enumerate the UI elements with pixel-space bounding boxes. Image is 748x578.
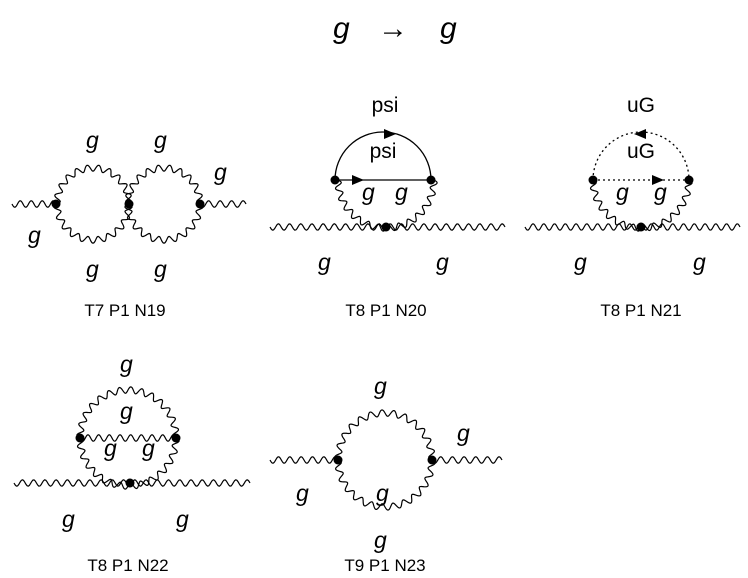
particle-label: g [120,398,133,424]
vertex [636,222,646,232]
particle-label: g [693,249,706,275]
diagram-t7-p1-n19: g g g g g g T7 P1 N19 [11,127,247,320]
wave-loop-upper [334,409,435,461]
title-in-particle: g [333,12,350,45]
diagram-caption: T8 P1 N21 [600,301,681,320]
arrow-icon [652,175,664,185]
diagram-caption: T9 P1 N23 [344,556,425,575]
diagram-t8-p1-n20: psi psi g g g g T8 P1 N20 [269,94,506,320]
vertex [125,478,135,488]
particle-label: g [28,222,41,248]
particle-label: g [120,351,133,377]
particle-label: g [214,159,227,185]
vertex [427,455,437,465]
vertex [51,199,61,209]
wave-external-left [269,456,339,464]
wave-loop-middle [79,434,177,442]
particle-label: g [86,127,99,153]
particle-label: g [176,506,189,532]
particle-label: psi [370,140,397,163]
wave-external-right [199,200,247,208]
vertex [330,175,340,185]
particle-label: g [104,435,117,461]
particle-label: g [374,527,387,553]
diagram-t8-p1-n22: g g g g g g T8 P1 N22 [13,351,251,575]
diagram-t8-p1-n21: uG uG g g g g T8 P1 N21 [524,94,741,320]
arrow-icon [634,129,646,139]
particle-label: g [395,179,408,205]
particle-label: g [318,249,331,275]
particle-label: g [654,179,667,205]
vertex [381,222,391,232]
vertex [171,433,181,443]
particle-label: g [62,506,75,532]
vertex [426,175,436,185]
particle-label: g [376,480,389,506]
arrow-icon [352,175,364,185]
particle-label: g [574,249,587,275]
particle-label: uG [627,94,655,117]
wave-external-right [431,456,503,464]
particle-label: psi [372,94,399,117]
particle-label: g [142,435,155,461]
diagram-t9-p1-n23: g g g g g T9 P1 N23 [269,373,503,575]
vertex [684,175,694,185]
title-out-particle: g [440,12,457,45]
vertex [333,455,343,465]
wave-loop-lower [335,459,436,511]
particle-label: g [436,249,449,275]
vertex [124,199,134,209]
diagram-caption: T8 P1 N22 [87,556,168,575]
vertex [588,175,598,185]
diagram-caption: T8 P1 N20 [345,301,426,320]
particle-label: g [457,420,470,446]
arrow-icon [384,129,396,139]
vertex [195,199,205,209]
particle-label: g [86,256,99,282]
wave-loop-right [124,164,204,244]
particle-label: g [616,179,629,205]
fermion-arc [334,131,432,181]
title-arrow: → [378,12,408,45]
diagram-caption: T7 P1 N19 [84,301,165,320]
particle-label: g [154,127,167,153]
process-title: g → g [333,12,457,45]
wave-external-left [11,200,57,208]
wave-external-bottom [524,223,741,231]
wave-loop-upper [76,386,180,439]
particle-label: g [296,480,309,506]
particle-label: g [154,256,167,282]
vertex [75,433,85,443]
wave-loop-left [53,164,133,244]
particle-label: g [374,373,387,399]
particle-label: uG [627,140,655,163]
particle-label: g [362,179,375,205]
